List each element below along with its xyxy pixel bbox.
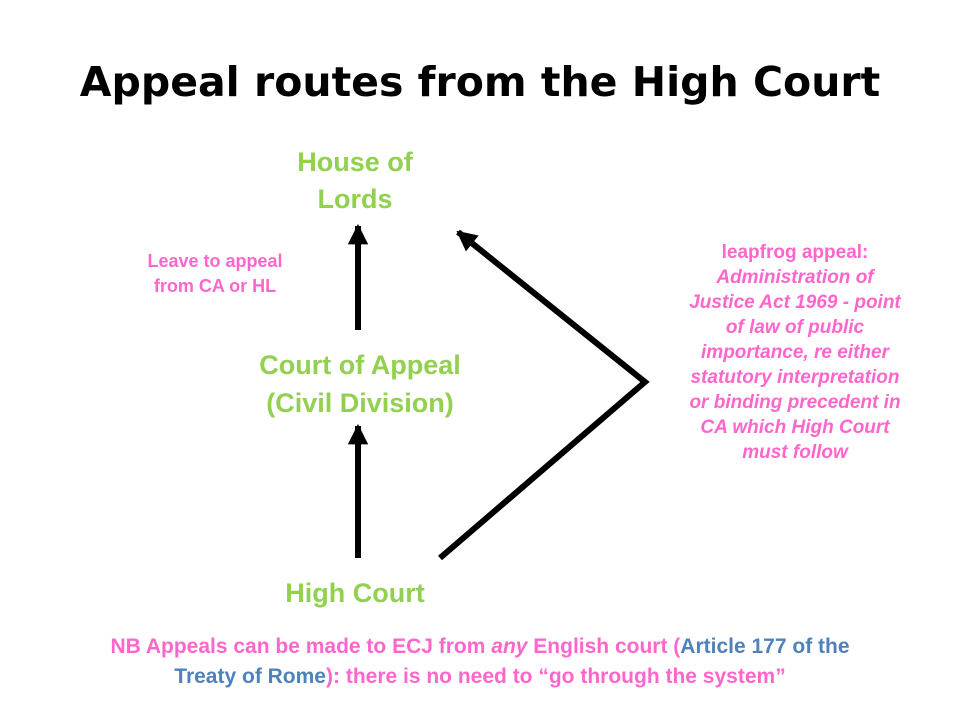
leapfrog-appeal-note: leapfrog appeal: Administration of Justi… <box>645 240 945 465</box>
house-of-lords-line-2: Lords <box>317 184 393 214</box>
leapfrog-line: must follow <box>742 442 848 463</box>
court-of-appeal-line-2: (Civil Division) <box>266 388 454 418</box>
leapfrog-line: Justice Act 1969 - point <box>689 292 901 313</box>
leapfrog-line: importance, re either <box>701 342 889 363</box>
nb-part-3: ): there is no need to “go through the s… <box>326 665 786 688</box>
leapfrog-line: or binding precedent in <box>689 392 901 413</box>
house-of-lords-node: House of Lords <box>260 144 450 218</box>
leapfrog-line: Administration of <box>716 267 874 288</box>
court-of-appeal-node: Court of Appeal (Civil Division) <box>220 346 500 422</box>
leapfrog-arrow <box>438 229 650 561</box>
leave-to-appeal-note: Leave to appeal from CA or HL <box>110 249 320 299</box>
nb-emphasis: any <box>491 635 528 658</box>
leapfrog-line: of law of public <box>725 317 865 338</box>
nb-article-reference: Article 177 of the <box>680 635 850 658</box>
leapfrog-line: statutory interpretation <box>690 367 900 388</box>
leave-note-line-2: from CA or HL <box>153 276 277 296</box>
leapfrog-body: Administration of Justice Act 1969 - poi… <box>645 265 945 465</box>
court-of-appeal-line-1: Court of Appeal <box>259 350 461 380</box>
nb-part-1: NB Appeals can be made to ECJ from <box>110 635 492 658</box>
leave-note-line-1: Leave to appeal <box>147 251 283 271</box>
high-court-node: High Court <box>285 578 425 608</box>
leapfrog-heading: leapfrog appeal: <box>721 242 869 263</box>
page-title: Appeal routes from the High Court <box>79 58 881 106</box>
leapfrog-line: CA which High Court <box>700 417 890 438</box>
house-of-lords-line-1: House of <box>297 147 413 177</box>
nb-ecj-note: NB Appeals can be made to ECJ from any E… <box>0 632 960 692</box>
nb-treaty-reference: Treaty of Rome <box>174 665 326 688</box>
nb-part-2: English court ( <box>527 635 681 658</box>
